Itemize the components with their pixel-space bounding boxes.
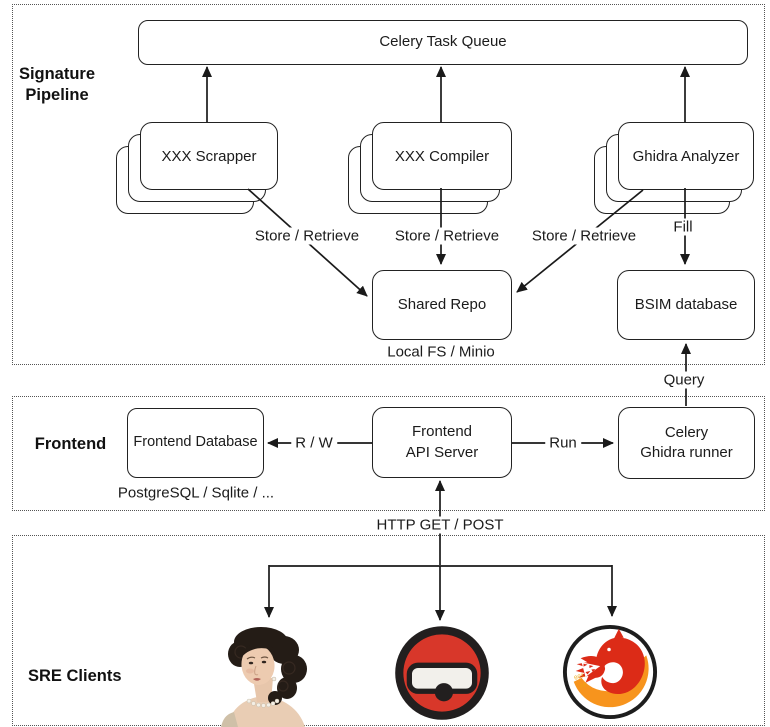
- frontend-api-server-label-line2: API Server: [405, 443, 479, 461]
- run-label: Run: [545, 434, 581, 452]
- xxx-compiler-label: XXX Compiler: [394, 147, 490, 165]
- frontend-api-server-label-line1: Frontend: [411, 423, 473, 441]
- celery-ghidra-runner-label-line2: Ghidra runner: [640, 444, 733, 461]
- frontend-label: Frontend: [34, 435, 107, 453]
- signature-pipeline-section: [12, 4, 765, 365]
- ghidra-analyzer-label: Ghidra Analyzer: [632, 147, 740, 165]
- postgresql-sqlite-label: PostgreSQL / Sqlite / ...: [113, 484, 279, 502]
- celery-task-queue-node: Celery Task Queue: [138, 20, 748, 65]
- portrait-woman-icon: [221, 627, 307, 727]
- signature-pipeline-label: Signature Pipeline: [18, 65, 96, 104]
- xxx-scrapper-node: XXX Scrapper: [140, 122, 278, 190]
- binary-digits-text: 10: [579, 681, 588, 689]
- frontend-section: [12, 396, 765, 511]
- local-fs-minio-label: Local FS / Minio: [383, 343, 499, 361]
- celery-ghidra-runner-node: Celery Ghidra runner: [618, 407, 755, 479]
- dragon-body: [595, 637, 645, 695]
- celery-task-queue-label: Celery Task Queue: [379, 33, 507, 51]
- frontend-database-label: Frontend Database: [133, 434, 258, 451]
- binary-ninja-icon: [395, 626, 489, 720]
- dragon-belly: [573, 655, 649, 708]
- xxx-compiler-node: XXX Compiler: [372, 122, 512, 190]
- celery-ghidra-runner-label-line1: Celery: [664, 423, 709, 441]
- shared-repo-label: Shared Repo: [397, 295, 487, 313]
- ghidra-analyzer-node: Ghidra Analyzer: [618, 122, 754, 190]
- store-retrieve-label-2: Store / Retrieve: [390, 227, 504, 245]
- frontend-api-server-node: Frontend API Server: [372, 407, 512, 478]
- query-label: Query: [659, 371, 709, 389]
- binary-digits-text: 001: [573, 672, 586, 682]
- bsim-database-label: BSIM database: [634, 295, 738, 313]
- sre-clients-section: [12, 535, 765, 726]
- frontend-database-node: Frontend Database: [127, 408, 264, 478]
- bsim-database-node: BSIM database: [617, 270, 755, 340]
- http-get-post-label: HTTP GET / POST: [372, 516, 508, 534]
- ghidra-dragon-icon: 001 10: [562, 624, 658, 720]
- fill-label: Fill: [669, 218, 697, 236]
- store-retrieve-label-1: Store / Retrieve: [250, 227, 364, 245]
- shared-repo-node: Shared Repo: [372, 270, 512, 340]
- xxx-scrapper-label: XXX Scrapper: [161, 147, 257, 165]
- read-write-label: R / W: [291, 434, 337, 452]
- sre-clients-label: SRE Clients: [28, 667, 122, 685]
- store-retrieve-label-3: Store / Retrieve: [527, 227, 641, 245]
